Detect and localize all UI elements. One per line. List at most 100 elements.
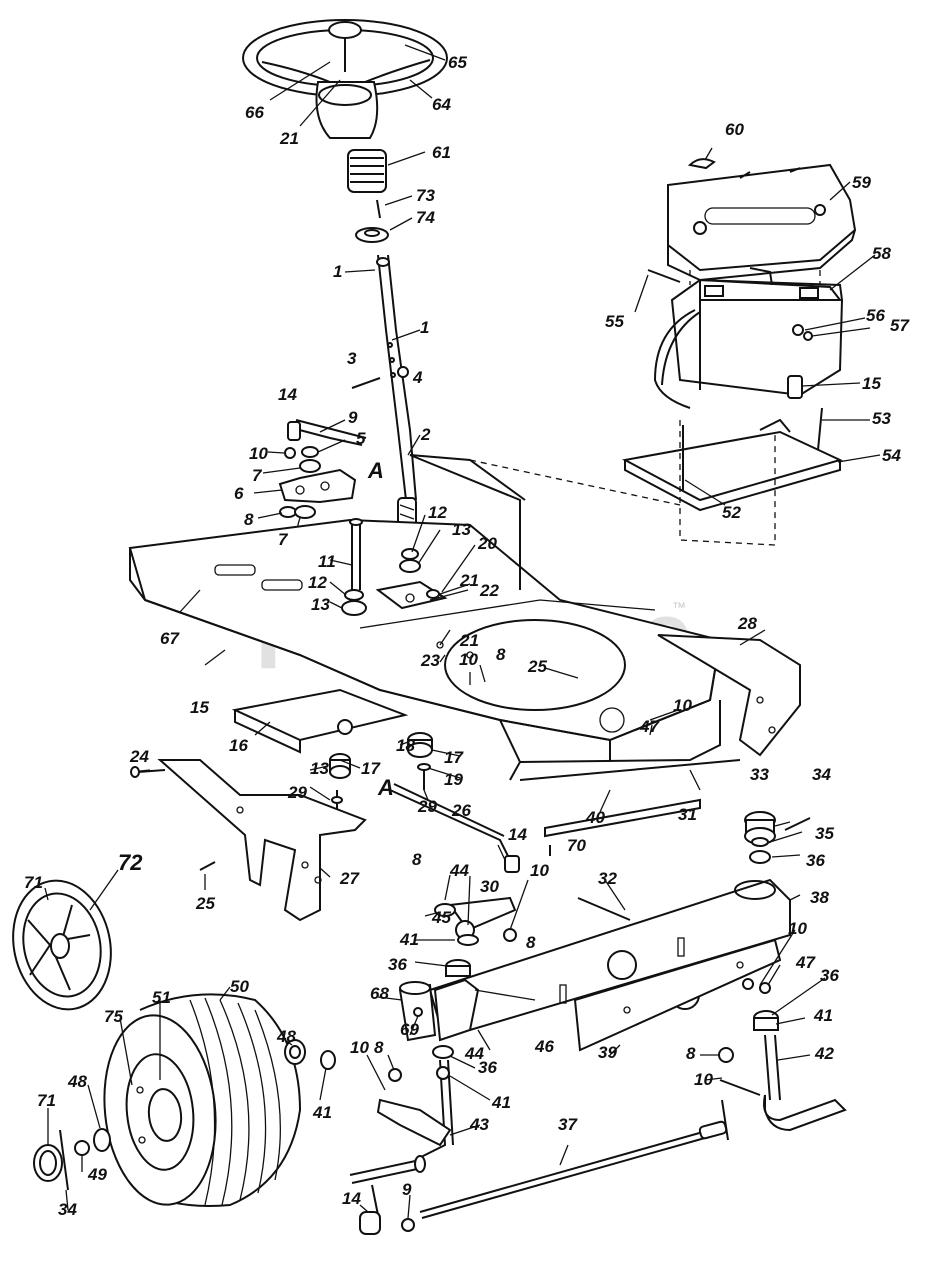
nut-8-lower[interactable] — [388, 1068, 402, 1082]
wheel-cover-72[interactable] — [2, 871, 123, 1018]
callout-13-lower: 13 — [310, 759, 329, 778]
callout-25-left: 25 — [195, 894, 215, 913]
callout-26: 26 — [451, 801, 471, 820]
callout-21-center: 21 — [459, 571, 479, 590]
callout-52: 52 — [722, 503, 741, 522]
callout-71-lower: 71 — [37, 1091, 56, 1110]
rod-53[interactable] — [817, 407, 823, 451]
axle-pivot-46[interactable] — [433, 978, 480, 1042]
callout-68: 68 — [370, 984, 389, 1003]
washer-49[interactable] — [74, 1140, 90, 1156]
washer-41-wheel[interactable] — [320, 1050, 336, 1070]
screw-73[interactable] — [376, 199, 381, 219]
bushing-36-right[interactable] — [749, 850, 771, 864]
washer-12-center[interactable] — [401, 548, 419, 560]
bolt-14-right[interactable] — [721, 1099, 729, 1141]
callout-39: 39 — [598, 1043, 617, 1062]
callout-24: 24 — [129, 747, 149, 766]
callout-12-left: 12 — [308, 573, 327, 592]
bushing-74[interactable] — [355, 227, 389, 243]
isolator-right[interactable] — [407, 732, 433, 790]
callout-30: 30 — [480, 877, 499, 896]
pivot-bolt-32[interactable] — [577, 897, 631, 921]
ball-joint-14-lower[interactable] — [359, 1184, 381, 1235]
callout-9-upper: 9 — [348, 408, 358, 427]
callout-4: 4 — [412, 368, 423, 387]
nut-57[interactable] — [803, 331, 813, 341]
bracket-16[interactable] — [231, 688, 409, 754]
nut-9-lower[interactable] — [401, 1218, 415, 1232]
callout-10-right: 10 — [788, 919, 807, 938]
drag-link-26[interactable] — [389, 783, 520, 873]
callout-44-upper: 44 — [449, 861, 469, 880]
callout-73: 73 — [416, 186, 435, 205]
callout-13-center: 13 — [452, 520, 471, 539]
nut-47-right[interactable] — [759, 982, 771, 994]
tie-rod-37[interactable] — [419, 1120, 728, 1219]
callout-25-frame: 25 — [527, 657, 547, 676]
callout-1-upper: 1 — [333, 262, 342, 281]
callout-38: 38 — [810, 888, 829, 907]
callout-10-upper: 10 — [249, 444, 268, 463]
washer-12-left[interactable] — [344, 589, 364, 601]
nut-8-right[interactable] — [718, 1047, 734, 1063]
isolator-left[interactable] — [329, 753, 351, 810]
spindle-42-right[interactable] — [719, 1010, 847, 1132]
callout-11: 11 — [318, 552, 336, 571]
bolt-25-left[interactable] — [199, 861, 216, 871]
callout-69: 69 — [400, 1020, 419, 1039]
steering-spring[interactable] — [347, 149, 387, 193]
steering-wheel[interactable] — [242, 19, 448, 139]
nut-56[interactable] — [792, 324, 804, 336]
washer-35[interactable] — [751, 837, 769, 847]
callout-2: 2 — [420, 425, 431, 444]
steering-shaft[interactable] — [376, 254, 417, 531]
bushing-33[interactable] — [744, 811, 776, 845]
hub-cap-71-lower[interactable] — [33, 1144, 63, 1182]
callout-8-right: 8 — [686, 1044, 696, 1063]
callout-58: 58 — [872, 244, 891, 263]
battery-tray-54[interactable] — [621, 418, 843, 512]
bearing-48-lower[interactable] — [93, 1128, 111, 1152]
clip-60[interactable] — [687, 158, 716, 170]
bushing-36-spindle[interactable] — [432, 1045, 454, 1059]
spindle-43-left[interactable] — [349, 1059, 454, 1184]
pin-34-right[interactable] — [784, 817, 811, 831]
callout-7-upper: 7 — [252, 466, 263, 485]
washer-13-center[interactable] — [399, 559, 421, 573]
bearing-48-upper[interactable] — [284, 1039, 306, 1065]
tire-50[interactable] — [95, 993, 302, 1210]
ref-a-lower: A — [377, 775, 394, 800]
nut-10-right[interactable] — [742, 978, 754, 990]
steering-arm-30[interactable] — [434, 896, 517, 977]
callout-23: 23 — [420, 651, 440, 670]
bolt-55[interactable] — [647, 269, 681, 283]
callout-33: 33 — [750, 765, 769, 784]
callout-40: 40 — [585, 808, 605, 827]
callout-59: 59 — [852, 173, 871, 192]
callout-41-mid: 41 — [399, 930, 419, 949]
bolt-24[interactable] — [137, 769, 166, 773]
battery-58[interactable] — [653, 267, 844, 409]
callout-9-lower: 9 — [402, 1180, 412, 1199]
bolt-3[interactable] — [351, 377, 381, 389]
terminal-15-right[interactable] — [787, 375, 803, 399]
sleeve-68[interactable] — [398, 981, 437, 1042]
rod-40[interactable] — [544, 798, 701, 838]
nut-4[interactable] — [397, 366, 409, 378]
bracket-27[interactable] — [157, 759, 367, 922]
washer-13-left[interactable] — [341, 600, 367, 616]
callout-55: 55 — [605, 312, 624, 331]
callout-36-far: 36 — [820, 966, 839, 985]
rod-52-guide — [679, 420, 776, 546]
callout-3: 3 — [347, 349, 357, 368]
pin-34-lower[interactable] — [59, 1129, 69, 1191]
washer-41-spindle[interactable] — [436, 1066, 450, 1080]
pin-11[interactable] — [349, 518, 363, 590]
callout-71-upper: 71 — [24, 873, 43, 892]
battery-cover-59[interactable] — [667, 163, 857, 282]
bracket-22[interactable] — [375, 580, 448, 610]
callout-74: 74 — [416, 208, 435, 227]
nut-10-upper[interactable] — [284, 447, 296, 459]
ref-a-upper: A — [367, 458, 384, 483]
